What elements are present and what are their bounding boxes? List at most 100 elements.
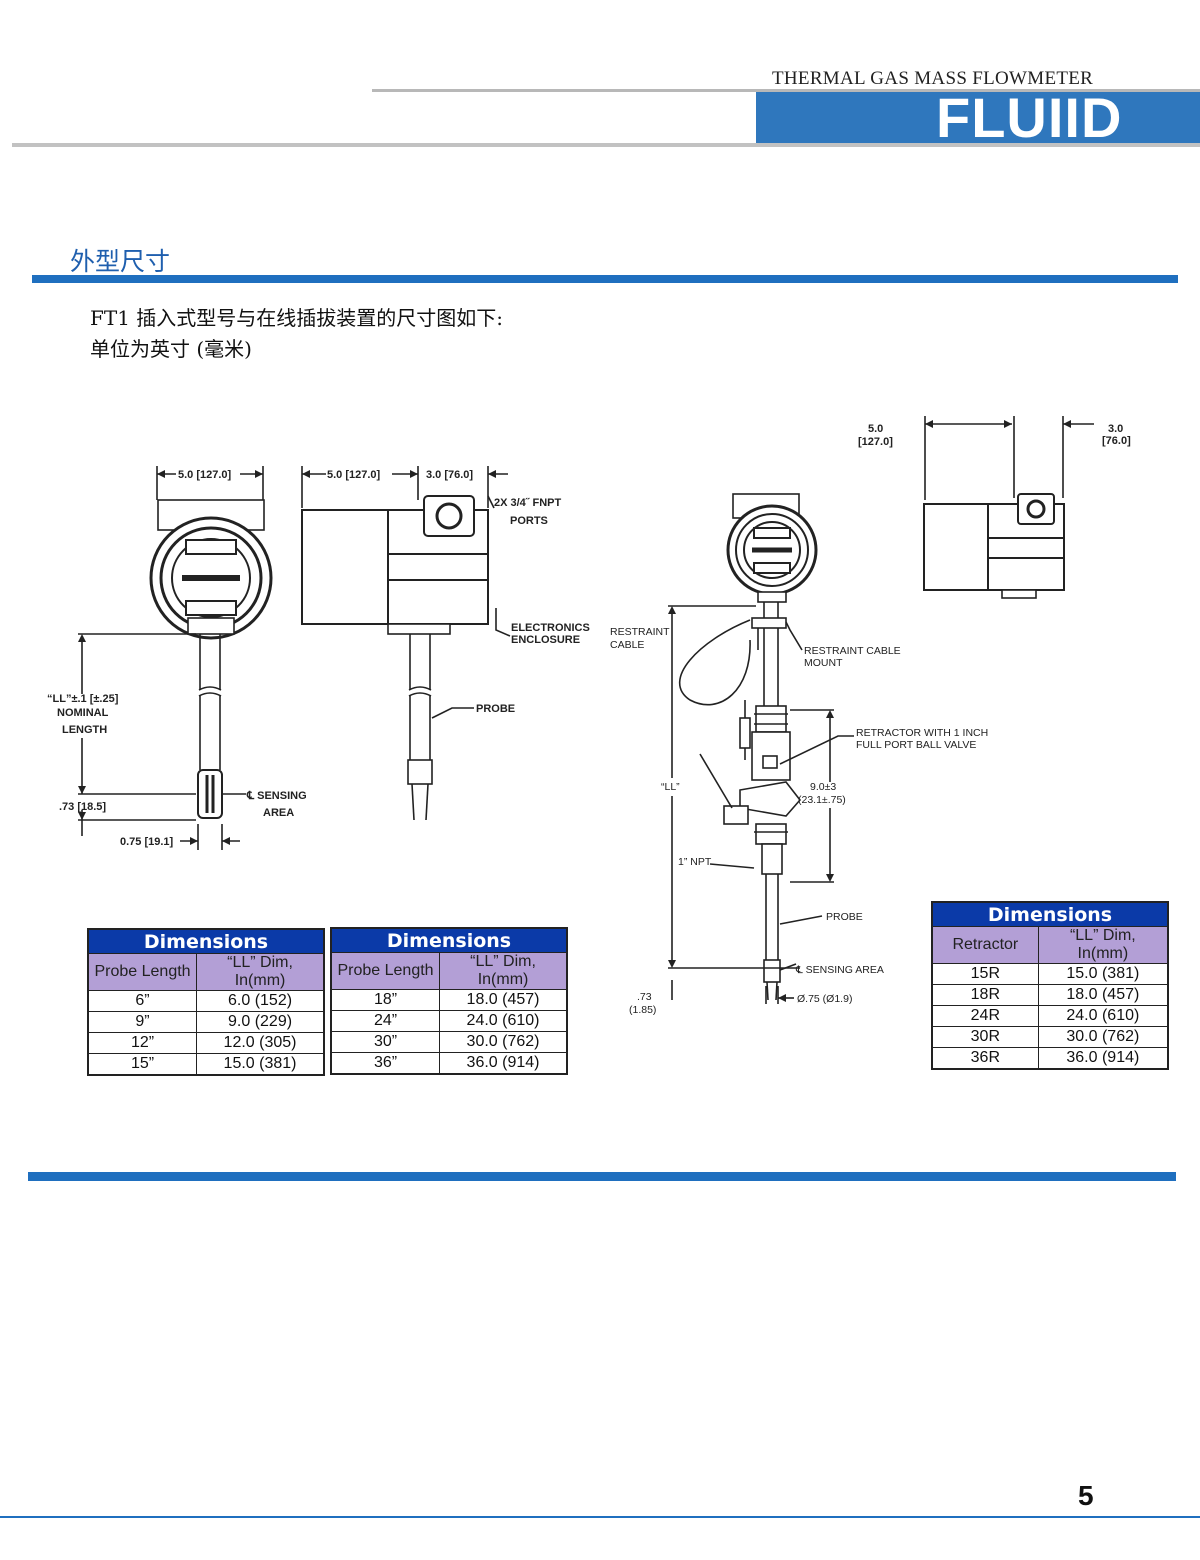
table-cell: 36” bbox=[330, 1052, 441, 1075]
table-cell: 36.0 (914) bbox=[1037, 1047, 1169, 1070]
table-row: 30”30.0 (762) bbox=[330, 1031, 568, 1053]
ll-label-line1: “LL”±.1 [±.25] bbox=[47, 693, 119, 705]
header-logo-band bbox=[756, 92, 1200, 143]
table-cell: 15” bbox=[87, 1053, 198, 1076]
page-number: 5 bbox=[1078, 1480, 1094, 1511]
header-subtitle: THERMAL GAS MASS FLOWMETER bbox=[772, 68, 1094, 89]
probe-dia-label: 0.75 [19.1] bbox=[120, 836, 174, 848]
table-cell: 30” bbox=[330, 1031, 441, 1053]
enclosure-label-line1: ELECTRONICS bbox=[511, 622, 590, 634]
intro-line-1: FT1 插入式型号与在线插拔装置的尺寸图如下: bbox=[90, 306, 504, 330]
table-cell: 24.0 (610) bbox=[1037, 1005, 1169, 1027]
table-cell: 9” bbox=[87, 1011, 198, 1033]
probe-label: PROBE bbox=[476, 703, 515, 715]
table-header-ll-dim: “LL” Dim, In(mm) bbox=[1037, 926, 1169, 964]
front-view-drawing bbox=[78, 466, 273, 850]
table-row: 9”9.0 (229) bbox=[87, 1011, 325, 1033]
restraint-cable-line2: CABLE bbox=[610, 639, 644, 651]
retractor-side-drawing bbox=[923, 416, 1094, 599]
table-title: Dimensions bbox=[931, 901, 1169, 927]
retractor-front-arrows bbox=[668, 606, 834, 1002]
retractor-tip-line1: .73 bbox=[637, 991, 652, 1003]
ports-label-line2: PORTS bbox=[510, 515, 548, 527]
retractor-height-line2: (23.1±.75) bbox=[798, 794, 846, 806]
side-depth-label: 3.0 [76.0] bbox=[426, 469, 473, 481]
table-cell: 24.0 (610) bbox=[439, 1010, 568, 1032]
restraint-mount-line2: MOUNT bbox=[804, 657, 843, 669]
table-cell: 18” bbox=[330, 989, 441, 1011]
retractor-width-line1: 5.0 bbox=[868, 423, 883, 435]
retractor-width-line2: [127.0] bbox=[858, 436, 893, 448]
retractor-depth-line1: 3.0 bbox=[1108, 423, 1123, 435]
table-cell: 18R bbox=[931, 984, 1039, 1006]
section-title: 外型尺寸 bbox=[70, 247, 171, 276]
restraint-mount-line1: RESTRAINT CABLE bbox=[804, 645, 901, 657]
table-cell: 12.0 (305) bbox=[196, 1032, 325, 1054]
intro-line-2: 单位为英寸 (毫米) bbox=[90, 337, 252, 361]
front-width-label: 5.0 [127.0] bbox=[178, 469, 232, 481]
dimensions-table-probe-long: Dimensions Probe Length “LL” Dim, In(mm)… bbox=[330, 927, 568, 1075]
retractor-label-line1: RETRACTOR WITH 1 INCH bbox=[856, 727, 988, 739]
footer-rule bbox=[0, 1516, 1200, 1518]
retractor-side-arrows bbox=[925, 420, 1071, 428]
ll-label-line2: NOMINAL bbox=[57, 707, 109, 719]
section-rule bbox=[32, 275, 1178, 283]
table-header-ll-dim: “LL” Dim, In(mm) bbox=[196, 953, 325, 991]
table-cell: 9.0 (229) bbox=[196, 1011, 325, 1033]
side-width-label: 5.0 [127.0] bbox=[327, 469, 381, 481]
retractor-dia-label: Ø.75 (Ø1.9) bbox=[797, 993, 852, 1005]
table-cell: 6” bbox=[87, 990, 198, 1012]
table-row: 24”24.0 (610) bbox=[330, 1010, 568, 1032]
table-cell: 15.0 (381) bbox=[1037, 963, 1169, 985]
table-title: Dimensions bbox=[87, 928, 325, 954]
ll-label-line3: LENGTH bbox=[62, 724, 107, 736]
table-cell: 15.0 (381) bbox=[196, 1053, 325, 1076]
side-view-arrows bbox=[302, 470, 496, 478]
table-cell: 36.0 (914) bbox=[439, 1052, 568, 1075]
table-cell: 18.0 (457) bbox=[1037, 984, 1169, 1006]
table-row: 6”6.0 (152) bbox=[87, 990, 325, 1012]
header-rule-bottom bbox=[12, 143, 1200, 147]
table-cell: 15R bbox=[931, 963, 1039, 985]
retractor-ll-label: “LL” bbox=[661, 781, 680, 793]
retractor-tip-line2: (1.85) bbox=[629, 1004, 656, 1016]
retractor-label-line2: FULL PORT BALL VALVE bbox=[856, 739, 976, 751]
ports-label-line1: 2X 3/4˝ FNPT bbox=[494, 497, 562, 509]
front-view-arrows bbox=[78, 470, 263, 845]
header-rule-top bbox=[372, 89, 1200, 92]
table-cell: 30R bbox=[931, 1026, 1039, 1048]
npt-label: 1” NPT bbox=[678, 856, 712, 868]
table-header-probe-length: Probe Length bbox=[87, 953, 198, 991]
retractor-height-line1: 9.0±3 bbox=[810, 781, 836, 793]
bottom-rule bbox=[28, 1172, 1176, 1181]
table-cell: 30.0 (762) bbox=[1037, 1026, 1169, 1048]
table-cell: 24” bbox=[330, 1010, 441, 1032]
table-cell: 6.0 (152) bbox=[196, 990, 325, 1012]
table-cell: 30.0 (762) bbox=[439, 1031, 568, 1053]
table-row: 15”15.0 (381) bbox=[87, 1053, 325, 1076]
table-row: 36”36.0 (914) bbox=[330, 1052, 568, 1075]
table-title: Dimensions bbox=[330, 927, 568, 953]
retractor-depth-line2: [76.0] bbox=[1102, 435, 1131, 447]
table-cell: 24R bbox=[931, 1005, 1039, 1027]
restraint-cable-line1: RESTRAINT bbox=[610, 626, 670, 638]
table-header-retractor: Retractor bbox=[931, 926, 1039, 964]
table-header-probe-length: Probe Length bbox=[330, 952, 441, 990]
dimensions-table-probe-short: Dimensions Probe Length “LL” Dim, In(mm)… bbox=[87, 928, 325, 1076]
sensing-label-line1: ℄ SENSING bbox=[246, 790, 307, 802]
sensing-label-line2: AREA bbox=[263, 807, 294, 819]
tip-offset-label: .73 [18.5] bbox=[59, 801, 106, 813]
table-cell: 18.0 (457) bbox=[439, 989, 568, 1011]
retractor-sensing-label: ℄ SENSING AREA bbox=[795, 964, 884, 976]
table-header-ll-dim: “LL” Dim, In(mm) bbox=[439, 952, 568, 990]
retractor-front-drawing bbox=[668, 493, 854, 1004]
dimensions-table-retractor: Dimensions Retractor “LL” Dim, In(mm) 15… bbox=[931, 901, 1169, 1070]
table-cell: 12” bbox=[87, 1032, 198, 1054]
table-row: 12”12.0 (305) bbox=[87, 1032, 325, 1054]
brand-logo: FLUIID bbox=[936, 86, 1123, 149]
